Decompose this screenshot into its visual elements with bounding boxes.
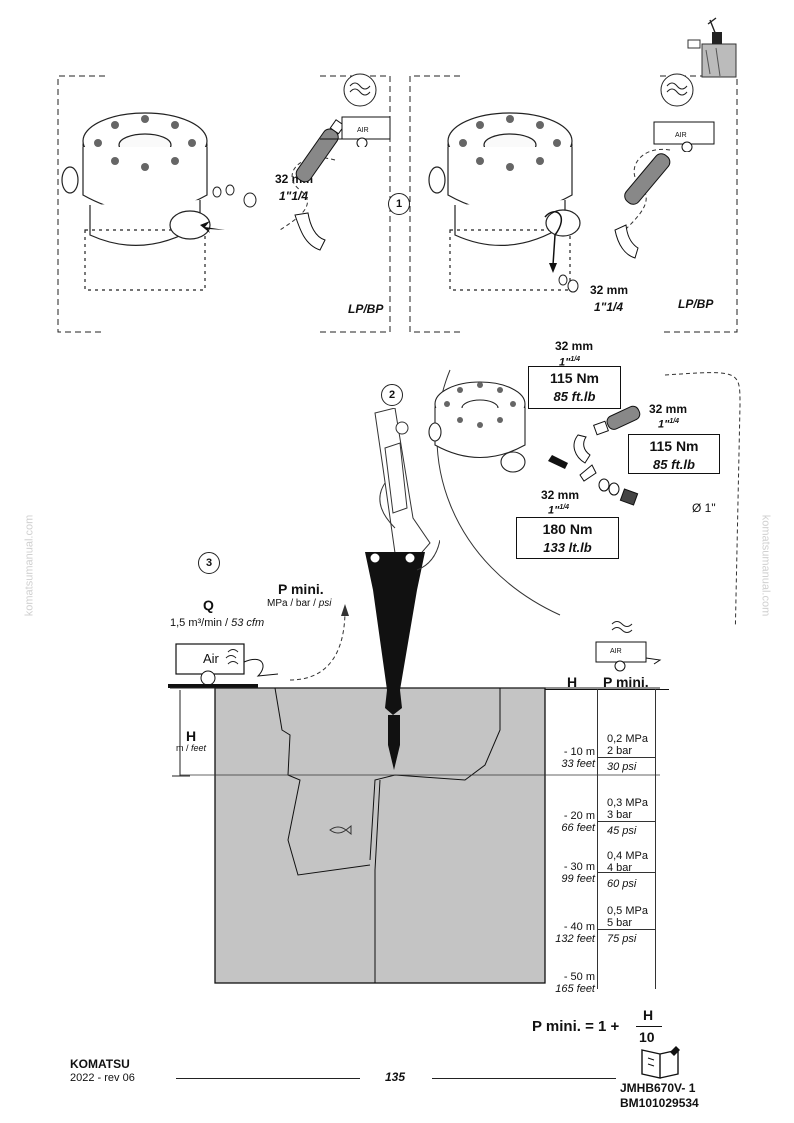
step1-left-air-label: AIR — [357, 127, 369, 134]
breaker-head-detail — [428, 381, 526, 473]
torque-top-ftlb: 85 ft.lb — [553, 389, 596, 404]
footer-rule-right — [432, 1078, 616, 1079]
breaker-head-drawing-left — [61, 112, 225, 291]
q-label: Q — [203, 597, 214, 613]
table-row-sep — [597, 821, 655, 822]
formula-lhs: P mini. = 1 + — [532, 1018, 620, 1035]
hose-diameter-label: Ø 1" — [692, 501, 716, 515]
footer-doc-code: JMHB670V- 1 — [620, 1081, 696, 1095]
step1-right-air-label: AIR — [675, 132, 687, 139]
torque-bottom-ftlb: 133 lt.lb — [543, 540, 592, 555]
compressor-icon-step2 — [595, 621, 662, 672]
step2-number: 2 — [381, 384, 403, 406]
torque-mid-ftlb: 85 ft.lb — [653, 457, 695, 472]
formula-fraction-bar — [636, 1026, 662, 1027]
q-value: 1,5 m³/min / 53 cfm — [170, 617, 265, 629]
step3-air-label: Air — [203, 651, 219, 666]
step1-right-size-in: 1"1/4 — [594, 300, 624, 314]
table-divider-left — [597, 689, 598, 989]
air-hose-left — [279, 119, 345, 251]
step3-air-hose — [290, 604, 349, 681]
step2-bottom-size-mm: 32 mm — [541, 488, 580, 502]
torque-top-nm: 115 Nm — [549, 370, 600, 386]
step1-right-variant: LP/BP — [678, 297, 714, 311]
step2-mid-size-mm: 32 mm — [649, 402, 688, 416]
watermark-left: komatsumanual.com — [23, 514, 36, 617]
torque-box-mid: 115 Nm 85 ft.lb — [628, 434, 720, 474]
formula-numerator: H — [643, 1007, 654, 1023]
table-row-sep — [597, 872, 655, 873]
step2-top-size-mm: 32 mm — [555, 339, 594, 353]
footer-rule-left — [176, 1078, 360, 1079]
step2-air-label: AIR — [610, 648, 622, 655]
step2-top-size-in: 1"1/4 — [559, 356, 581, 369]
h-units: m / feet — [176, 743, 207, 753]
underwater-work-pictogram — [687, 17, 737, 78]
step1-number: 1 — [388, 193, 410, 215]
h-dimension-line — [172, 690, 190, 777]
breaker-head-drawing-right — [428, 112, 581, 291]
torque-mid-nm: 115 Nm — [649, 438, 699, 454]
torque-box-bottom: 180 Nm 133 lt.lb — [516, 517, 619, 559]
step3-number: 3 — [198, 552, 220, 574]
torque-box-top: 115 Nm 85 ft.lb — [528, 366, 621, 409]
table-row-sep — [597, 929, 655, 930]
formula-denominator: 10 — [639, 1029, 655, 1045]
compressor-icon-step3 — [168, 643, 279, 688]
compressor-icon-left — [320, 73, 391, 147]
hydraulic-breaker — [365, 540, 440, 770]
footer-page-number: 135 — [385, 1070, 406, 1084]
excavator-arm-outline — [374, 408, 431, 559]
fitting-parts-right — [558, 274, 579, 293]
step2-bottom-size-in: 1"1/4 — [548, 504, 570, 517]
table-row-sep — [597, 757, 655, 758]
footer-revision: 2022 - rev 06 — [70, 1072, 135, 1084]
step1-right-size-mm: 32 mm — [590, 283, 629, 297]
watermark-right: komatsumanual.com — [759, 514, 772, 617]
manual-book-icon — [641, 1046, 680, 1079]
h-label: H — [186, 728, 197, 744]
rock-cross-section — [170, 687, 660, 984]
table-col-p: P mini. — [603, 674, 649, 690]
torque-bottom-nm: 180 Nm — [542, 521, 593, 537]
table-header-rule — [545, 689, 669, 690]
fitting-parts-left — [212, 184, 257, 208]
p-mini-label: P mini. — [278, 581, 324, 597]
step2-mid-size-in: 1"1/4 — [658, 418, 680, 431]
footer-brand: KOMATSU — [70, 1057, 130, 1071]
step1-left-variant: LP/BP — [348, 302, 384, 316]
p-mini-units: MPa / bar / psi — [267, 598, 332, 609]
fittings-detail — [548, 405, 641, 506]
footer-doc-ref: BM101029534 — [620, 1096, 699, 1110]
table-divider-right — [655, 689, 656, 989]
table-col-h: H — [567, 674, 578, 690]
compressor-icon-right — [653, 73, 715, 152]
step1-left-size-in: 1"1/4 — [279, 189, 309, 203]
air-hose-right — [614, 148, 671, 259]
